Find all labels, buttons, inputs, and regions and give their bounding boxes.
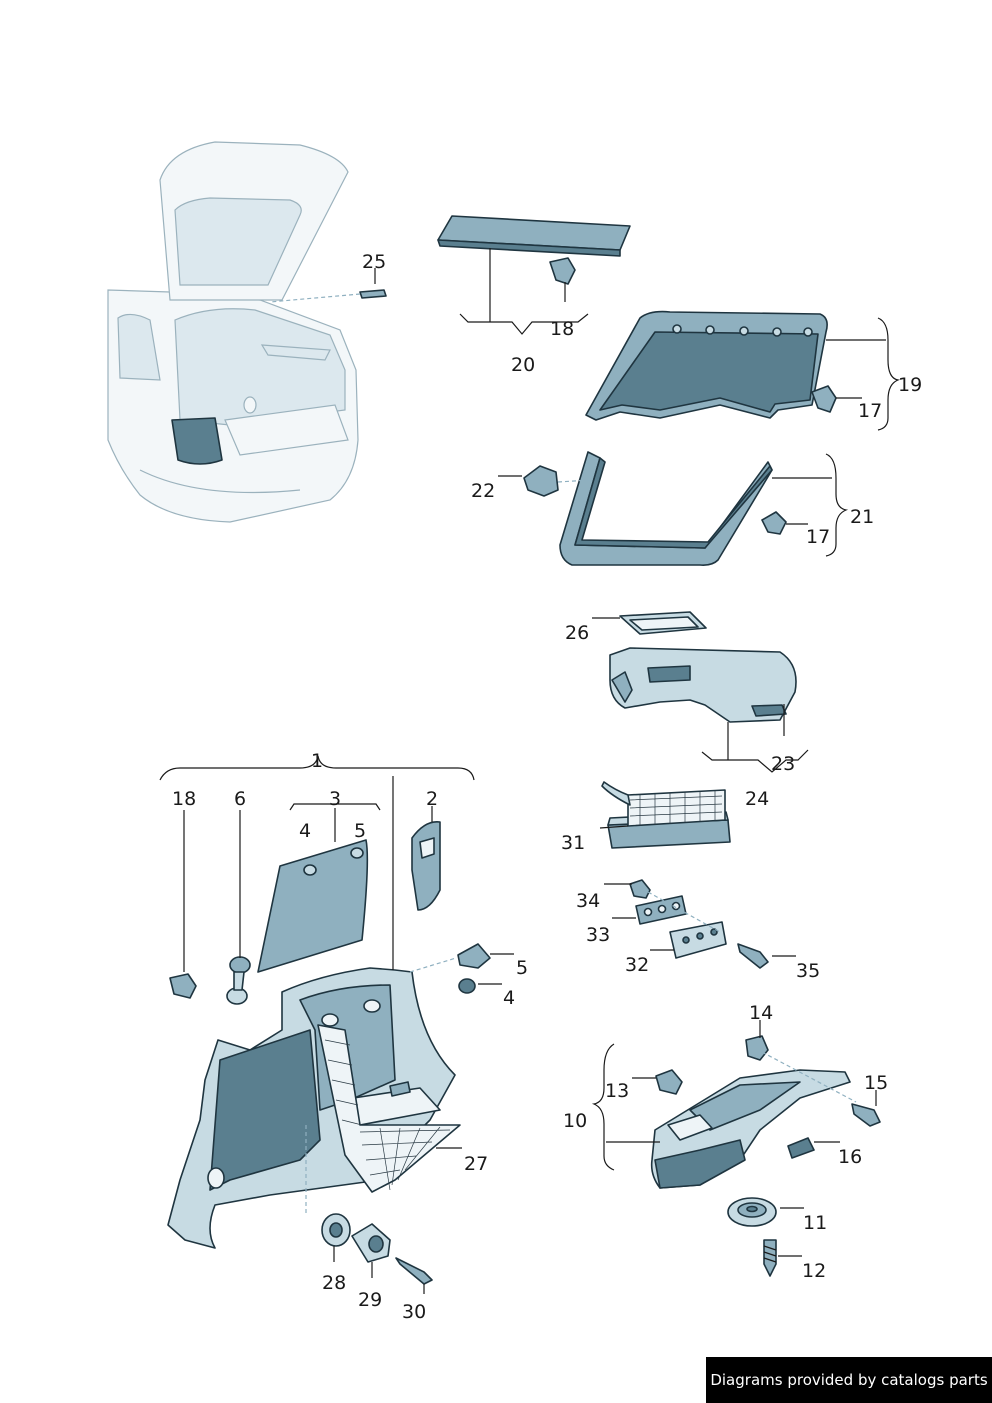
part-34-bolt bbox=[629, 879, 651, 899]
part-14-clip bbox=[745, 1035, 769, 1061]
part-17-clip-lower bbox=[761, 511, 787, 535]
label-10: 10 bbox=[563, 1110, 587, 1132]
part-28-grommet bbox=[321, 1213, 351, 1247]
label-27: 27 bbox=[464, 1153, 488, 1175]
label-3: 3 bbox=[329, 788, 341, 810]
label-28: 28 bbox=[322, 1272, 346, 1294]
label-5-top: 5 bbox=[354, 820, 366, 842]
label-34: 34 bbox=[576, 890, 600, 912]
label-23: 23 bbox=[771, 753, 795, 775]
callout-labels: 25 18 20 19 17 22 21 17 26 23 24 31 34 3… bbox=[172, 251, 922, 1323]
part-15-screw bbox=[851, 1103, 881, 1127]
part-12-screw bbox=[763, 1239, 777, 1277]
label-32: 32 bbox=[625, 954, 649, 976]
label-4-top: 4 bbox=[299, 820, 311, 842]
label-18-top: 18 bbox=[550, 318, 574, 340]
part-18-clip-left bbox=[169, 973, 197, 999]
part-2-cover bbox=[411, 821, 441, 911]
label-17-upper: 17 bbox=[858, 400, 882, 422]
label-35: 35 bbox=[796, 960, 820, 982]
car-illustration bbox=[107, 141, 359, 523]
part-19-tailgate-panel bbox=[585, 310, 828, 421]
part-26-gasket-frame bbox=[619, 611, 707, 635]
part-17-clip-upper bbox=[811, 385, 837, 413]
label-26: 26 bbox=[565, 622, 589, 644]
part-1-luggage-side-trim bbox=[167, 967, 456, 1249]
part-3-cover-panel bbox=[257, 839, 369, 973]
leader-lines bbox=[159, 248, 901, 1294]
label-18-left: 18 bbox=[172, 788, 196, 810]
part-4-cap bbox=[458, 978, 476, 994]
label-22: 22 bbox=[471, 480, 495, 502]
part-23-side-trim bbox=[609, 647, 797, 723]
part-27-net bbox=[317, 1024, 461, 1193]
part-18-clip bbox=[549, 257, 576, 285]
label-24: 24 bbox=[745, 788, 769, 810]
part-21-tailgate-frame bbox=[559, 451, 773, 566]
label-30: 30 bbox=[402, 1301, 426, 1323]
part-35-screw bbox=[737, 943, 769, 969]
part-32-hinge-bracket bbox=[669, 921, 727, 959]
label-11: 11 bbox=[803, 1212, 827, 1234]
label-2: 2 bbox=[426, 788, 438, 810]
label-12: 12 bbox=[802, 1260, 826, 1282]
footer-credit: Diagrams provided by catalogs parts bbox=[706, 1357, 992, 1403]
label-21: 21 bbox=[850, 506, 874, 528]
part-20-tailgate-trim-strip bbox=[437, 215, 631, 257]
label-19: 19 bbox=[898, 374, 922, 396]
label-25: 25 bbox=[362, 251, 386, 273]
label-14: 14 bbox=[749, 1002, 773, 1024]
part-29-bush bbox=[351, 1223, 391, 1263]
part-6-retainer bbox=[226, 956, 251, 1005]
label-16: 16 bbox=[838, 1146, 862, 1168]
part-33-plate bbox=[635, 895, 687, 925]
label-6: 6 bbox=[234, 788, 246, 810]
part-5-fastener bbox=[457, 943, 491, 969]
label-15: 15 bbox=[864, 1072, 888, 1094]
label-5-right: 5 bbox=[516, 957, 528, 979]
label-1: 1 bbox=[311, 750, 323, 772]
part-11-speaker bbox=[727, 1197, 777, 1227]
part-10-speaker-housing bbox=[650, 1069, 851, 1189]
part-25-small-clip bbox=[359, 289, 387, 299]
part-24-31-luggage-net bbox=[601, 781, 731, 849]
label-33: 33 bbox=[586, 924, 610, 946]
label-29: 29 bbox=[358, 1289, 382, 1311]
part-22-clip bbox=[523, 465, 559, 497]
part-13-clip bbox=[655, 1069, 683, 1095]
label-17-lower: 17 bbox=[806, 526, 830, 548]
part-16-pad bbox=[787, 1137, 815, 1159]
label-13: 13 bbox=[605, 1080, 629, 1102]
label-31: 31 bbox=[561, 832, 585, 854]
part-30-screw bbox=[395, 1257, 433, 1285]
label-20: 20 bbox=[511, 354, 535, 376]
label-4-right: 4 bbox=[503, 987, 515, 1009]
